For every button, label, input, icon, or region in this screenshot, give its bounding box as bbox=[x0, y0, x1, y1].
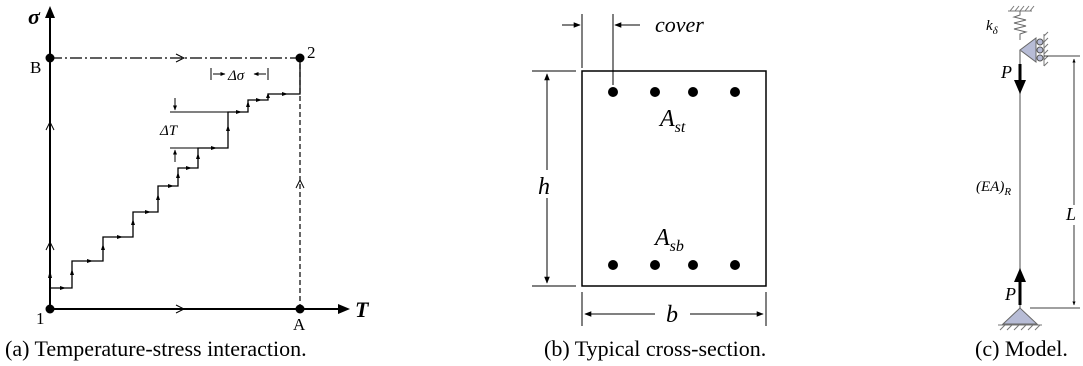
a-st-label: Ast bbox=[658, 106, 686, 136]
top-p-label: P bbox=[1000, 62, 1012, 82]
t-axis-label: T bbox=[355, 297, 370, 322]
top-load-arrowhead bbox=[1014, 80, 1026, 94]
rebar bbox=[730, 87, 740, 97]
point-2-marker bbox=[295, 53, 305, 63]
ea-label: (EA)R bbox=[976, 179, 1011, 198]
bottom-p-label: P bbox=[1004, 284, 1016, 304]
top-roller-support-icon bbox=[1019, 37, 1037, 63]
l-dimension: L bbox=[1030, 55, 1080, 309]
cover-dimension: cover bbox=[562, 12, 704, 85]
rebar bbox=[650, 87, 660, 97]
caption-a: (a) Temperature-stress interaction. bbox=[5, 336, 307, 361]
delta-sigma-dimension: Δσ bbox=[210, 68, 269, 84]
h-label: h bbox=[538, 174, 550, 200]
t-axis-arrowhead bbox=[338, 304, 350, 314]
caption-b: (b) Typical cross-section. bbox=[544, 336, 767, 361]
path-1-b-arrow-lower bbox=[45, 240, 55, 251]
staircase-path bbox=[49, 58, 301, 309]
roller-wall-hatch bbox=[1043, 31, 1049, 67]
bottom-load-arrowhead bbox=[1014, 268, 1026, 282]
point-a-label: A bbox=[293, 315, 306, 334]
l-label: L bbox=[1065, 204, 1076, 224]
section-outline bbox=[581, 70, 767, 287]
roller-wheels bbox=[1036, 38, 1044, 62]
path-1-b-arrow-upper bbox=[45, 120, 55, 131]
bottom-ground-hatch bbox=[999, 324, 1041, 331]
top-ground-hatch bbox=[1009, 5, 1035, 12]
a-sb-label: Asb bbox=[653, 225, 684, 255]
sigma-axis-label: σ bbox=[28, 4, 41, 29]
point-b-marker bbox=[45, 53, 55, 63]
point-b-label: B bbox=[30, 58, 41, 77]
delta-t-dimension: ΔT bbox=[159, 98, 228, 162]
h-dimension: h bbox=[532, 70, 576, 287]
b-label: b bbox=[666, 302, 678, 328]
rebar bbox=[608, 260, 618, 270]
k-delta-label: kδ bbox=[986, 18, 999, 37]
point-2-label: 2 bbox=[307, 43, 316, 62]
rebar bbox=[608, 87, 618, 97]
path-a-2-arrow bbox=[295, 178, 305, 189]
sigma-axis-arrowhead bbox=[45, 6, 55, 18]
point-1-marker bbox=[45, 304, 55, 314]
path-b-2-arrow bbox=[175, 53, 186, 63]
panel-a-temperature-stress: Δσ ΔT σ T 1 B 2 A bbox=[28, 4, 370, 334]
cover-label: cover bbox=[655, 12, 704, 37]
rebar bbox=[650, 260, 660, 270]
panel-c-model: kδ P P (EA)R bbox=[976, 5, 1080, 331]
rotational-spring-icon bbox=[1012, 11, 1028, 40]
point-a-marker bbox=[295, 304, 305, 314]
panel-b-cross-section: cover h b bbox=[532, 12, 767, 328]
rebar bbox=[688, 260, 698, 270]
staircase-arrows bbox=[48, 92, 288, 290]
b-dimension: b bbox=[581, 292, 767, 328]
rebar bbox=[688, 87, 698, 97]
bottom-reinforcement-bars bbox=[608, 260, 740, 270]
point-1-label: 1 bbox=[36, 309, 45, 328]
figure-canvas: Δσ ΔT σ T 1 B 2 A cover bbox=[28, 4, 1080, 334]
top-reinforcement-bars bbox=[608, 87, 740, 97]
delta-sigma-label: Δσ bbox=[227, 68, 245, 84]
delta-t-label: ΔT bbox=[159, 123, 179, 139]
rebar bbox=[730, 260, 740, 270]
path-1-a-arrow bbox=[175, 304, 186, 314]
caption-c: (c) Model. bbox=[975, 336, 1068, 361]
bottom-pin-support-icon bbox=[1001, 307, 1039, 325]
